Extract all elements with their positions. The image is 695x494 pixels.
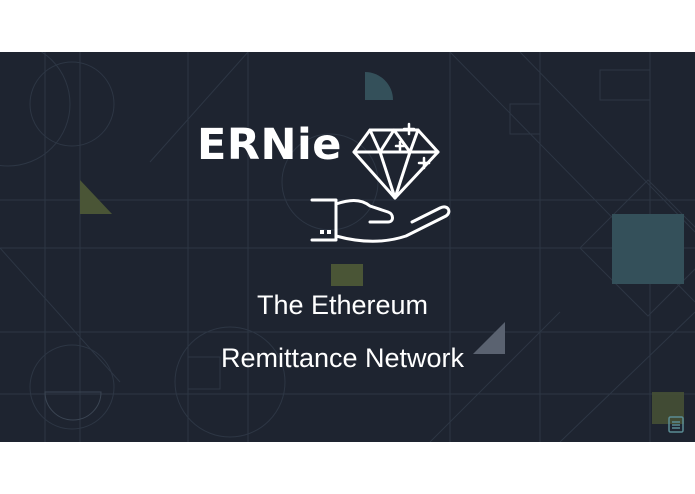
background-pattern [0, 52, 695, 442]
open-hand-icon [310, 198, 451, 243]
tagline-line-2: Remittance Network [220, 343, 465, 373]
brand-title: ERNie [197, 120, 342, 170]
tagline-line-1: The Ethereum [256, 290, 429, 320]
slides-logo-icon [668, 416, 684, 433]
diamond-icon [352, 122, 440, 200]
title-slide: ERNie The Ethereum Remittance [0, 52, 695, 442]
